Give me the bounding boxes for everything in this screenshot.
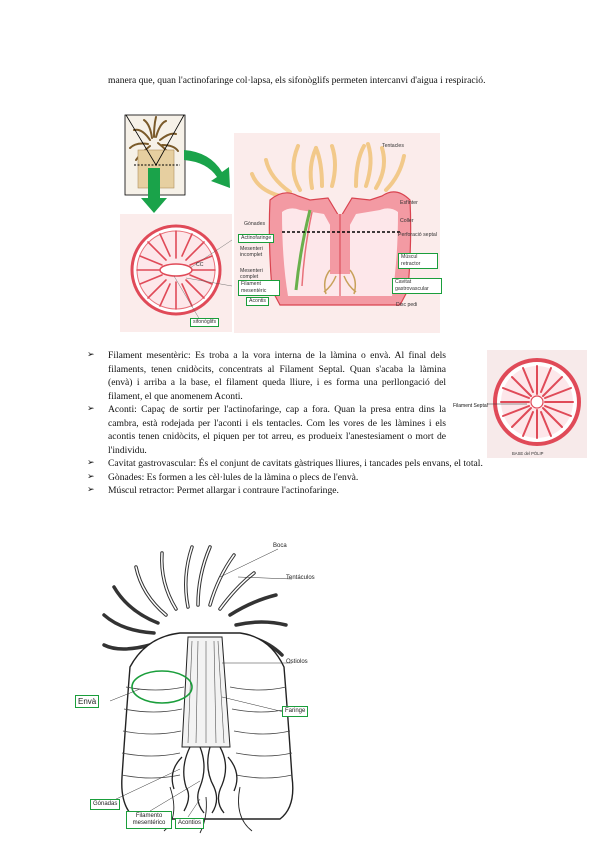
- boxed-label-filamento-mesenterico: Filamento mesentérico: [126, 811, 172, 829]
- boxed-label-enva: Envà: [75, 695, 99, 708]
- boxed-label-gonadas: Gónadas: [90, 799, 120, 810]
- boxed-label-muscul-retractor: Múscul retractor: [398, 253, 438, 269]
- bullet-filament-mesenteric: ➢ Filament mesentèric: Es troba a la vor…: [87, 349, 446, 403]
- label-tentacles: Tentacles: [382, 143, 404, 149]
- label-gonades: Gònades: [244, 221, 265, 227]
- cross-section-diagram: [132, 226, 232, 320]
- label-ostiolos: Ostiolos: [286, 659, 308, 665]
- arrow-bullet-icon: ➢: [87, 457, 95, 471]
- label-perforacio-septal: Perforació septal: [398, 232, 438, 238]
- bullet-gonades: ➢ Gònades: Es formen a les cèl·lules de …: [87, 471, 529, 485]
- arrow-bullet-icon: ➢: [87, 403, 95, 417]
- bullet-aconti: ➢ Aconti: Capaç de sortir per l'actinofa…: [87, 403, 446, 457]
- boxed-label-cavitat-gastrovascular: Cavitat gastrovascular: [392, 278, 442, 294]
- boxed-label-acontios: Acontios: [175, 818, 204, 829]
- bullet-muscul-retractor: ➢ Múscul retractor: Permet allargar i co…: [87, 484, 529, 498]
- label-filament-septal: Filament Septal: [453, 403, 488, 409]
- label-cc: CC: [196, 262, 204, 268]
- boxed-label-actinofaringe: Actinofaringe: [238, 234, 274, 243]
- arrow-bullet-icon: ➢: [87, 349, 95, 363]
- arrow-bullet-icon: ➢: [87, 484, 95, 498]
- label-tentaculos: Tentáculos: [286, 575, 315, 581]
- boxed-label-filament-mesenteric: Filament mesentèric: [238, 280, 280, 296]
- bullet-cavitat-gastrovascular: ➢ Cavitat gastrovascular: És el conjunt …: [87, 457, 529, 471]
- figure2-polyp-base: [487, 350, 587, 458]
- label-mesenteri-incomplet: Mesenteri incomplet: [240, 246, 272, 258]
- label-coller: Coller: [400, 218, 414, 224]
- boxed-label-acontis: Acontis: [246, 297, 269, 306]
- label-disc-pedi: Disc pedi: [396, 302, 417, 308]
- bullet-list: ➢ Filament mesentèric: Es troba a la vor…: [87, 349, 529, 498]
- boxed-label-faringe: Faringe: [282, 706, 308, 717]
- boxed-label-sifonoglifs: sifonòglifs: [190, 318, 219, 327]
- figure3-anemone-anatomy: [70, 537, 340, 837]
- arrow-bullet-icon: ➢: [87, 471, 95, 485]
- label-esfinter: Esfínter: [400, 200, 418, 206]
- label-base-polip: BASE del PÒLIP: [512, 451, 543, 456]
- label-mesenteri-complet: Mesenteri complet: [240, 268, 274, 280]
- label-boca: Boca: [273, 543, 287, 549]
